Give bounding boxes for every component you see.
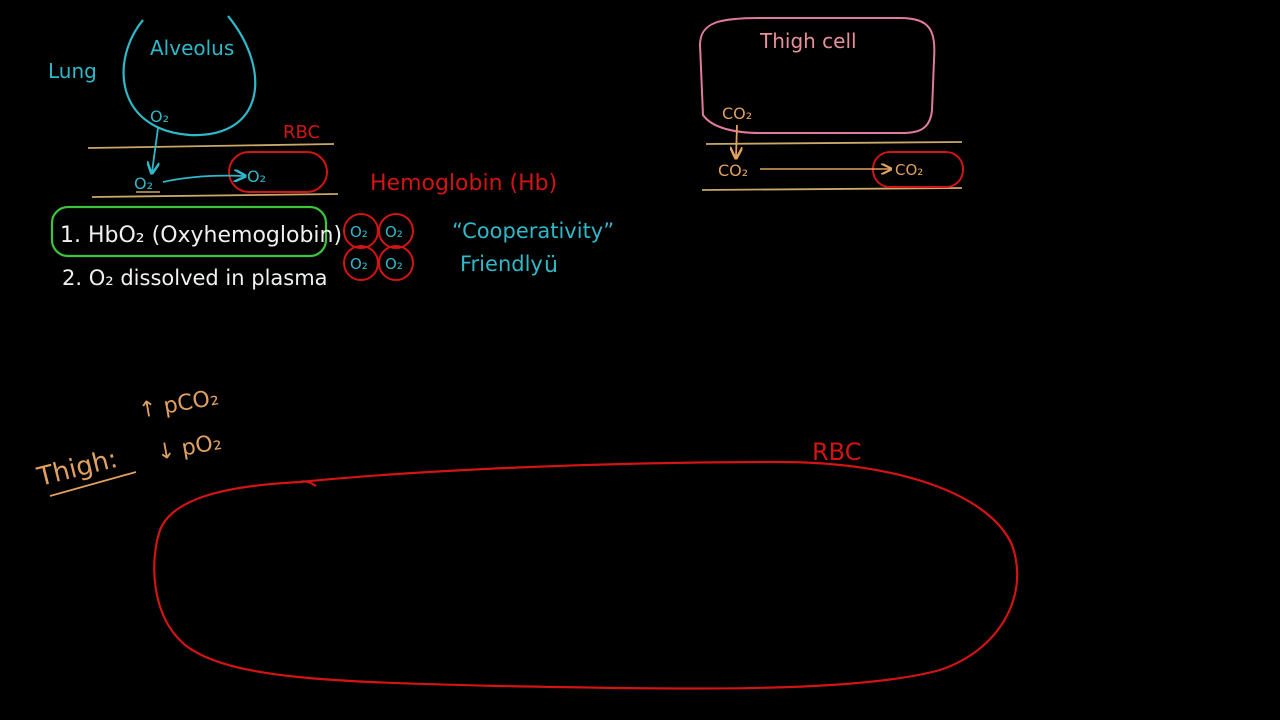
- o2-rbc-label: O₂: [247, 167, 266, 186]
- big-rbc-section: RBC: [153, 438, 1019, 690]
- rbc-label-small: RBC: [283, 122, 320, 143]
- smiley-icon: ü: [544, 253, 558, 278]
- o2-alveolus-label: O₂: [150, 107, 169, 126]
- o2-diffusion-arrow: [152, 127, 158, 172]
- thigh-pco2: ↑ pCO₂: [137, 385, 221, 424]
- co2-plasma-label: CO₂: [718, 161, 748, 180]
- lung-section: Lung Alveolus O₂ RBC O₂ O₂: [48, 15, 339, 198]
- thigh-po2: ↓ pO₂: [155, 430, 224, 466]
- hb-o2-1: O₂: [350, 223, 368, 241]
- hb-subunit-2: [378, 213, 414, 249]
- hemoglobin-section: Hemoglobin (Hb) O₂ O₂ O₂ O₂ “Cooperativi…: [343, 171, 614, 281]
- transport-list: 1. HbO₂ (Oxyhemoglobin) 2. O₂ dissolved …: [50, 205, 342, 290]
- transport-item-1: 1. HbO₂ (Oxyhemoglobin): [60, 223, 342, 248]
- thigh-underline: [49, 471, 137, 497]
- co2-diffusion-arrow: [736, 124, 737, 157]
- hemoglobin-title: Hemoglobin (Hb): [370, 171, 557, 196]
- alveolus-label: Alveolus: [150, 36, 234, 60]
- friendly-label: Friendly: [460, 252, 543, 276]
- thigh-label: Thigh:: [33, 444, 120, 493]
- co2-cell-label: CO₂: [722, 104, 752, 123]
- co2-rbc-label: CO₂: [895, 161, 923, 179]
- lung-capillary-wall-bottom: [91, 193, 339, 198]
- big-rbc-label: RBC: [812, 438, 861, 466]
- thigh-capillary-wall-bottom: [701, 187, 963, 191]
- hb-o2-3: O₂: [350, 255, 368, 273]
- item1-highlight-box: [50, 205, 328, 258]
- lung-label: Lung: [48, 59, 97, 83]
- thigh-cell-section: Thigh cell CO₂ CO₂ CO₂: [698, 17, 964, 191]
- lung-capillary-wall-top: [87, 143, 335, 149]
- alveolus-outline: [122, 15, 257, 137]
- hb-o2-2: O₂: [385, 223, 403, 241]
- transport-item-2: 2. O₂ dissolved in plasma: [62, 266, 328, 290]
- hb-subunit-4: [378, 245, 414, 281]
- cooperativity-label: “Cooperativity”: [452, 219, 614, 243]
- big-rbc-outline: [153, 460, 1019, 690]
- thigh-capillary-wall-top: [705, 141, 963, 145]
- thigh-notes: Thigh: ↑ pCO₂ ↓ pO₂: [33, 385, 224, 497]
- thigh-cell-label: Thigh cell: [759, 29, 857, 53]
- small-rbc: [228, 151, 328, 193]
- hb-o2-4: O₂: [385, 255, 403, 273]
- o2-into-rbc-arrow: [162, 176, 244, 183]
- o2-plasma-label: O₂: [134, 174, 153, 193]
